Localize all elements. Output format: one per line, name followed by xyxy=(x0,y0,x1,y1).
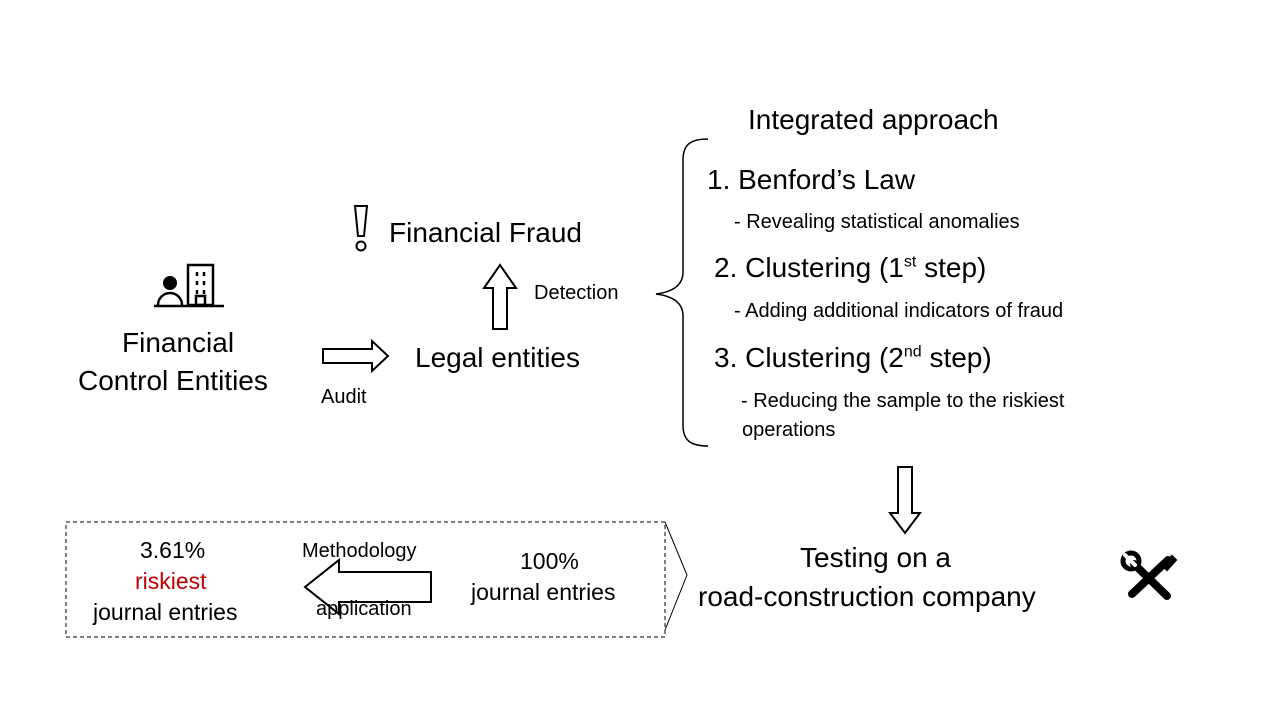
step2-title-close: step) xyxy=(916,252,987,283)
step2-title: 2. Clustering (1st step) xyxy=(714,252,986,284)
step3-title: 3. Clustering (2nd step) xyxy=(714,342,992,374)
control-entities-line1: Financial xyxy=(122,327,235,358)
result-chevron xyxy=(664,521,688,631)
testing-arrow xyxy=(888,466,922,535)
audit-arrow xyxy=(322,338,390,374)
step3-desc-line1: - Reducing the sample to the riskiest xyxy=(741,390,1065,412)
approach-brace xyxy=(655,138,709,447)
step3-title-main: 3. Clustering (2 xyxy=(714,342,904,373)
riskiest-word: riskiest xyxy=(135,568,207,594)
methodology-line2: application xyxy=(316,598,412,620)
step3-desc-line2: operations xyxy=(742,419,836,441)
person-building-icon xyxy=(154,263,224,308)
step2-title-main: 2. Clustering (1 xyxy=(714,252,904,283)
tools-icon xyxy=(1120,550,1178,600)
step2-desc: - Adding additional indicators of fraud xyxy=(734,300,1064,322)
detection-arrow xyxy=(482,263,518,330)
step1-desc: - Revealing statistical anomalies xyxy=(734,211,1020,233)
step1-title: 1. Benford’s Law xyxy=(707,164,916,195)
step3-title-close: step) xyxy=(921,342,992,373)
approach-title: Integrated approach xyxy=(748,104,999,135)
all-entries: journal entries xyxy=(471,579,616,605)
control-entities-line2: Control Entities xyxy=(78,365,268,396)
audit-label: Audit xyxy=(321,386,367,408)
step3-title-sup: nd xyxy=(903,343,922,361)
legal-entities-label: Legal entities xyxy=(415,342,581,373)
riskiest-percent: 3.61% xyxy=(140,537,206,563)
testing-line1: Testing on a xyxy=(800,542,951,573)
financial-fraud-label: Financial Fraud xyxy=(389,217,582,248)
all-percent: 100% xyxy=(520,548,579,574)
detection-label: Detection xyxy=(534,282,619,304)
methodology-line1: Methodology xyxy=(302,540,417,562)
methodology-arrow xyxy=(303,557,432,617)
step2-title-sup: st xyxy=(903,253,917,271)
exclamation-icon xyxy=(353,205,369,252)
riskiest-entries: journal entries xyxy=(93,599,238,625)
testing-line2: road-construction company xyxy=(698,581,1036,612)
